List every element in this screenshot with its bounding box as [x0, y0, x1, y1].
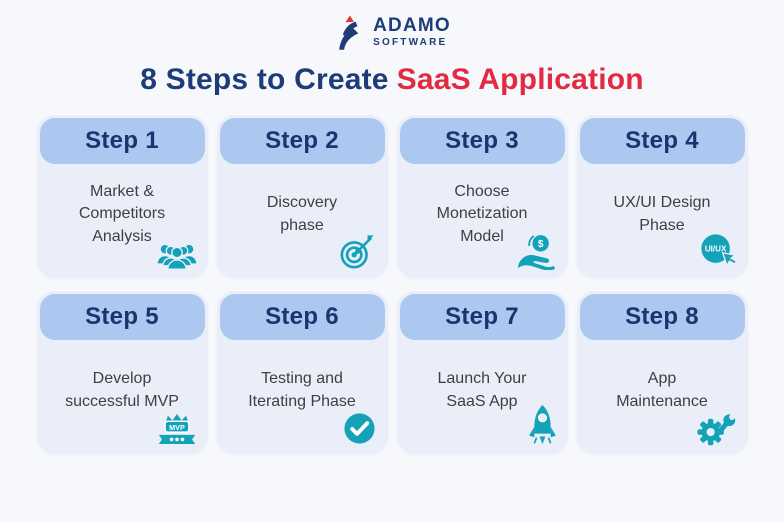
step-title: Testing and Iterating Phase: [248, 370, 356, 410]
step-header: Step 6: [219, 294, 385, 340]
svg-text:$: $: [537, 239, 543, 250]
check-circle-icon: [337, 410, 377, 446]
step-card-5: Step 5 Develop successful MVP MVP: [36, 291, 208, 454]
brand-name: ADAMO: [373, 15, 451, 36]
step-label: Step 1: [85, 127, 159, 154]
step-title: Choose Monetization Model: [436, 183, 528, 245]
step-card-2: Step 2 Discovery phase: [216, 115, 388, 278]
brand-subname: SOFTWARE: [373, 37, 448, 48]
adamo-logo: ADAMO SOFTWARE: [0, 0, 784, 51]
step-label: Step 2: [265, 127, 339, 154]
svg-text:UI/UX: UI/UX: [704, 244, 726, 253]
step-card-6: Step 6 Testing and Iterating Phase: [216, 291, 388, 454]
adamo-logo-text: ADAMO SOFTWARE: [373, 16, 451, 48]
step-header: Step 7: [399, 294, 565, 340]
step-card-3: Step 3 Choose Monetization Model $: [396, 115, 568, 278]
ui-ux-cursor-icon: UI/UX: [697, 234, 737, 270]
rocket-icon: [517, 404, 557, 446]
mvp-badge-icon: MVP: [157, 410, 197, 446]
steps-grid: Step 1 Market & Competitors Analysis Ste…: [0, 115, 784, 454]
step-label: Step 8: [625, 303, 699, 330]
page-title-accent: SaaS Application: [396, 63, 644, 96]
step-card-4: Step 4 UX/UI Design Phase UI/UX: [576, 115, 748, 278]
gear-wrench-icon: [696, 409, 737, 446]
step-header: Step 3: [399, 118, 565, 164]
team-icon: [157, 234, 197, 270]
step-label: Step 4: [625, 127, 699, 154]
step-label: Step 6: [265, 303, 339, 330]
step-title: App Maintenance: [616, 370, 708, 410]
step-title: Market & Competitors Analysis: [78, 183, 166, 245]
step-card-8: Step 8 App Maintenance: [576, 291, 748, 454]
target-dart-icon: [337, 234, 377, 270]
step-card-1: Step 1 Market & Competitors Analysis: [36, 115, 208, 278]
step-header: Step 1: [39, 118, 205, 164]
step-title: Launch Your SaaS App: [437, 370, 527, 410]
page-title-main: 8 Steps to Create: [140, 63, 389, 96]
step-title: Develop successful MVP: [65, 370, 179, 410]
svg-text:MVP: MVP: [169, 423, 185, 432]
money-hand-icon: $: [517, 234, 557, 270]
step-header: Step 8: [579, 294, 745, 340]
step-header: Step 5: [39, 294, 205, 340]
step-title: Discovery phase: [266, 194, 338, 234]
step-header: Step 2: [219, 118, 385, 164]
step-title: UX/UI Design Phase: [613, 194, 711, 234]
step-label: Step 7: [445, 303, 519, 330]
step-header: Step 4: [579, 118, 745, 164]
step-label: Step 5: [85, 303, 159, 330]
adamo-logo-icon: [339, 15, 359, 50]
step-label: Step 3: [445, 127, 519, 154]
step-card-7: Step 7 Launch Your SaaS App: [396, 291, 568, 454]
